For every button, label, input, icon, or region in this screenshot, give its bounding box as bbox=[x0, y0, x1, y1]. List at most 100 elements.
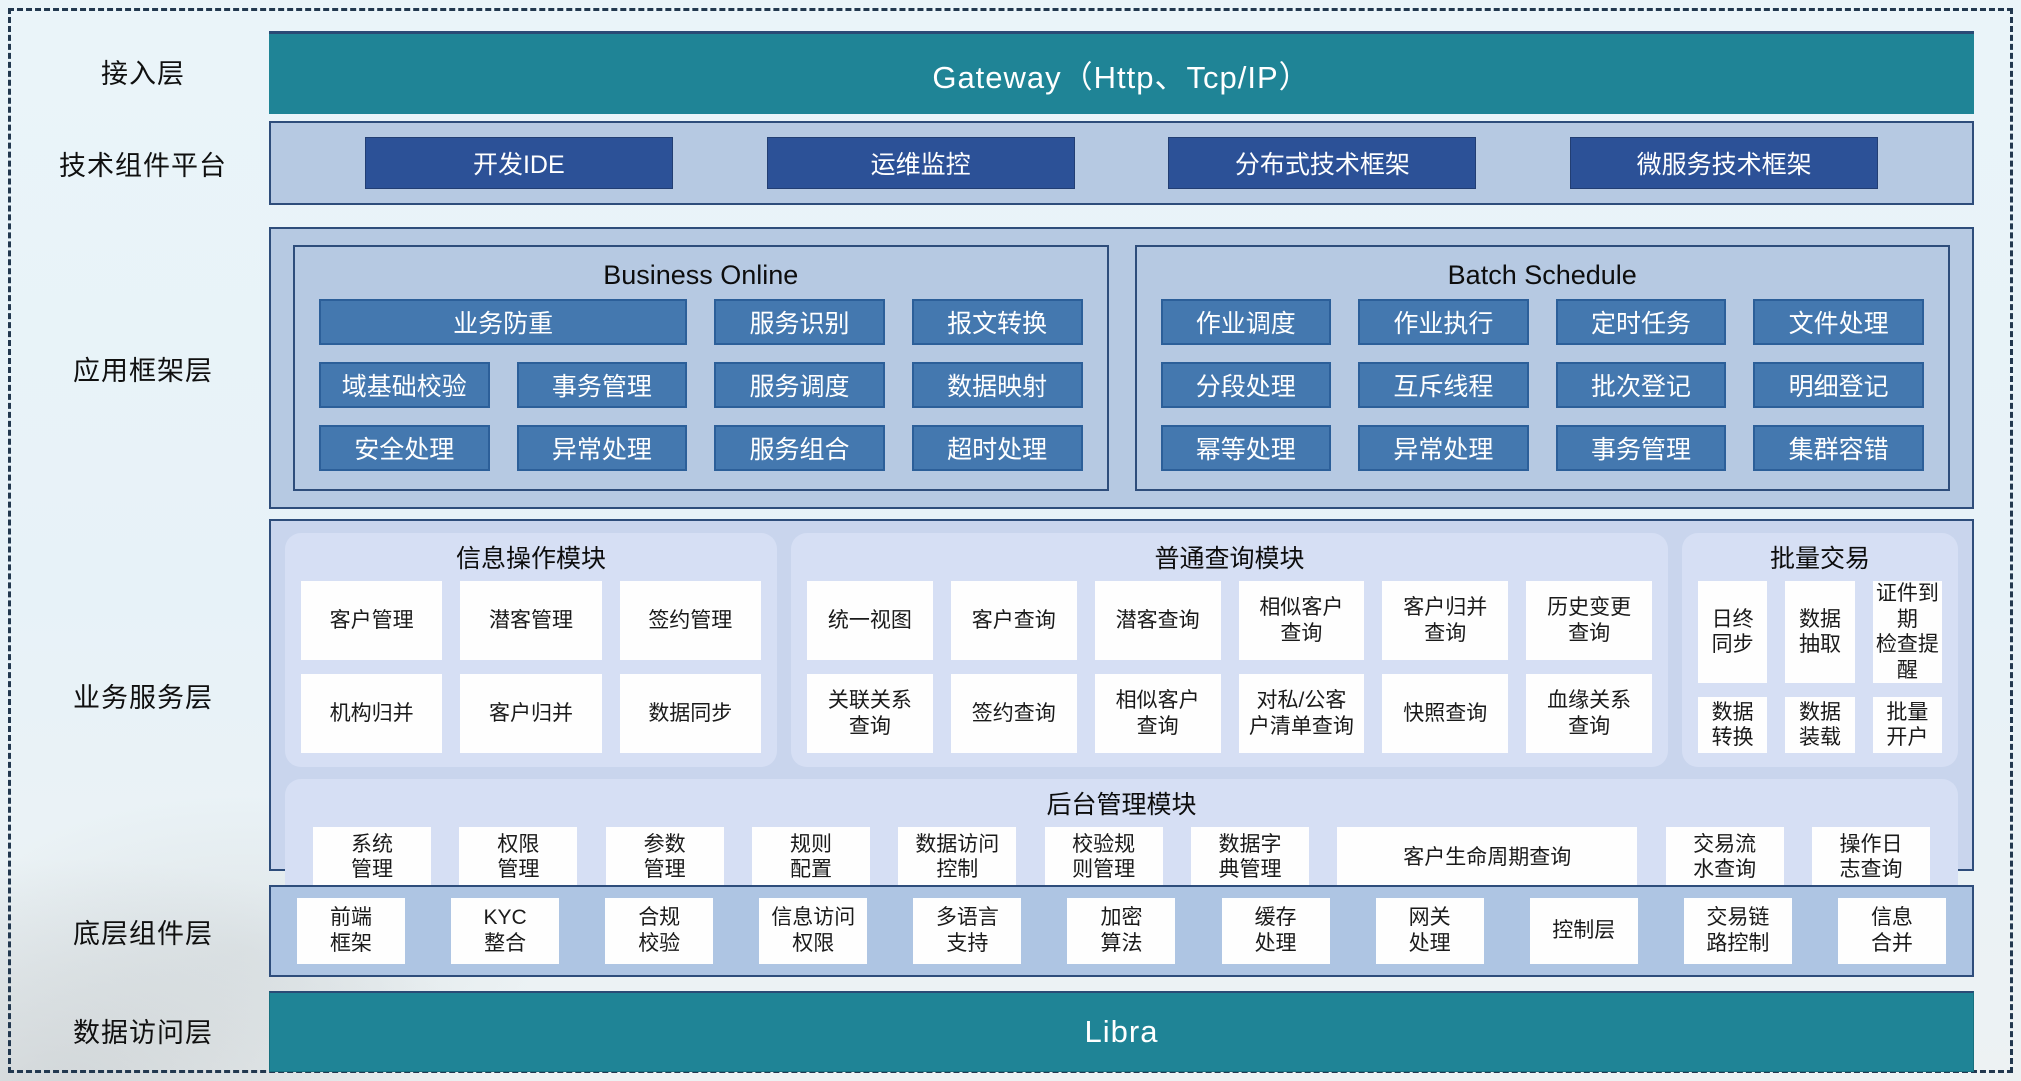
tech-item-dev-ide: 开发IDE bbox=[364, 137, 673, 189]
fw-item: 服务组合 bbox=[714, 425, 885, 471]
fw-item: 分段处理 bbox=[1160, 362, 1332, 408]
svc-item: 潜客查询 bbox=[1094, 581, 1221, 661]
svc-item: 数据 抽取 bbox=[1785, 581, 1855, 684]
module-title-info-operations: 信息操作模块 bbox=[455, 545, 606, 573]
module-batch-transactions: 批量交易 日终 同步 数据 抽取 证件到期 检查提醒 数据 转换 数据 装载 批… bbox=[1682, 533, 1958, 768]
group-title-batch-schedule: Batch Schedule bbox=[1447, 260, 1637, 290]
layer-app-framework: 应用框架层 Business Online 业务防重 服务识别 报文转换 域基础… bbox=[17, 227, 1974, 509]
svc-item: 证件到期 检查提醒 bbox=[1872, 581, 1942, 684]
layer-label-base-components: 底层组件层 bbox=[73, 918, 213, 949]
fw-item: 事务管理 bbox=[1555, 425, 1727, 471]
admin-item: 系统 管理 bbox=[313, 827, 431, 888]
group-business-online: Business Online 业务防重 服务识别 报文转换 域基础校验 事务管… bbox=[293, 245, 1109, 491]
architecture-diagram: 接入层 Gateway（Http、Tcp/IP） 技术组件平台 开发IDE 运维… bbox=[8, 8, 2013, 1073]
libra-bar: Libra bbox=[269, 991, 1974, 1072]
layer-label-data-access: 数据访问层 bbox=[73, 1017, 213, 1048]
fw-item: 批次登记 bbox=[1555, 362, 1727, 408]
svc-item: 日终 同步 bbox=[1698, 581, 1768, 684]
fw-item: 安全处理 bbox=[319, 425, 490, 471]
fw-item: 互斥线程 bbox=[1358, 362, 1529, 408]
fw-item: 作业执行 bbox=[1358, 299, 1529, 345]
base-item: KYC 整合 bbox=[451, 898, 560, 964]
base-item: 缓存 处理 bbox=[1221, 898, 1330, 964]
module-backend-admin: 后台管理模块 系统 管理 权限 管理 参数 管理 规则 配置 数据访问 控制 校… bbox=[285, 779, 1958, 902]
svc-item: 客户查询 bbox=[950, 581, 1077, 661]
admin-item: 数据字 典管理 bbox=[1190, 827, 1309, 888]
fw-item: 报文转换 bbox=[911, 299, 1083, 345]
admin-item-customer-lifecycle-query: 客户生命周期查询 bbox=[1337, 827, 1638, 888]
svc-item: 签约管理 bbox=[619, 581, 761, 661]
tech-platform-container: 开发IDE 运维监控 分布式技术框架 微服务技术框架 bbox=[269, 121, 1974, 205]
svc-item: 快照查询 bbox=[1382, 674, 1509, 754]
module-title-batch-transactions: 批量交易 bbox=[1769, 545, 1870, 573]
layer-base-components: 底层组件层 前端 框架 KYC 整合 合规 校验 信息访问 权限 多语言 支持 … bbox=[17, 885, 1974, 977]
base-item: 多语言 支持 bbox=[913, 898, 1022, 964]
layer-tech-platform: 技术组件平台 开发IDE 运维监控 分布式技术框架 微服务技术框架 bbox=[17, 121, 1974, 205]
fw-item: 集群容错 bbox=[1753, 425, 1924, 471]
admin-item: 规则 配置 bbox=[751, 827, 870, 888]
svc-item: 相似客户 查询 bbox=[1094, 674, 1221, 754]
layer-data-access: 数据访问层 Libra bbox=[17, 991, 1974, 1072]
module-general-query: 普通查询模块 统一视图 客户查询 潜客查询 相似客户 查询 客户归并 查询 历史… bbox=[791, 533, 1668, 768]
layer-label-access: 接入层 bbox=[101, 58, 185, 89]
svc-item: 机构归并 bbox=[301, 674, 443, 754]
base-item: 合规 校验 bbox=[605, 898, 714, 964]
svc-item: 对私/公客 户清单查询 bbox=[1238, 674, 1365, 754]
fw-item: 异常处理 bbox=[516, 425, 688, 471]
svc-item: 统一视图 bbox=[807, 581, 933, 661]
fw-item: 异常处理 bbox=[1358, 425, 1529, 471]
svc-item: 历史变更 查询 bbox=[1526, 581, 1652, 661]
layer-label-tech-platform: 技术组件平台 bbox=[59, 150, 227, 181]
base-item: 网关 处理 bbox=[1375, 898, 1484, 964]
module-info-operations: 信息操作模块 客户管理 潜客管理 签约管理 机构归并 客户归并 数据同步 bbox=[285, 533, 777, 768]
svc-item: 批量 开户 bbox=[1872, 697, 1942, 754]
svc-item: 客户管理 bbox=[301, 581, 443, 661]
base-item: 交易链 路控制 bbox=[1683, 898, 1792, 964]
fw-item: 服务调度 bbox=[714, 362, 885, 408]
fw-item: 事务管理 bbox=[516, 362, 688, 408]
svc-item: 客户归并 查询 bbox=[1382, 581, 1509, 661]
layer-business-services: 业务服务层 信息操作模块 客户管理 潜客管理 签约管理 机构归并 客户归并 数据… bbox=[17, 519, 1974, 902]
module-title-backend-admin: 后台管理模块 bbox=[1046, 791, 1197, 820]
admin-item: 参数 管理 bbox=[605, 827, 724, 888]
svc-item: 签约查询 bbox=[950, 674, 1077, 754]
svc-item: 客户归并 bbox=[460, 674, 602, 754]
fw-item: 数据映射 bbox=[911, 362, 1083, 408]
layer-access: 接入层 Gateway（Http、Tcp/IP） bbox=[17, 31, 1974, 114]
svc-item: 关联关系 查询 bbox=[807, 674, 933, 754]
layer-label-app-framework: 应用框架层 bbox=[73, 355, 213, 386]
tech-item-distributed-framework: 分布式技术框架 bbox=[1168, 137, 1477, 189]
fw-item: 超时处理 bbox=[911, 425, 1083, 471]
svc-item: 数据同步 bbox=[619, 674, 761, 754]
tech-item-microservice-framework: 微服务技术框架 bbox=[1570, 137, 1879, 189]
base-item: 信息访问 权限 bbox=[759, 898, 868, 964]
svc-item: 数据 转换 bbox=[1698, 697, 1768, 754]
base-item: 加密 算法 bbox=[1067, 898, 1176, 964]
base-item: 前端 框架 bbox=[297, 898, 405, 964]
base-item: 控制层 bbox=[1529, 898, 1638, 964]
fw-item: 文件处理 bbox=[1753, 299, 1924, 345]
app-framework-container: Business Online 业务防重 服务识别 报文转换 域基础校验 事务管… bbox=[269, 227, 1974, 509]
fw-item: 作业调度 bbox=[1160, 299, 1332, 345]
tech-item-ops-monitor: 运维监控 bbox=[766, 137, 1075, 189]
admin-item: 数据访问 控制 bbox=[898, 827, 1017, 888]
admin-item: 权限 管理 bbox=[459, 827, 578, 888]
fw-item: 幂等处理 bbox=[1160, 425, 1332, 471]
business-services-container: 信息操作模块 客户管理 潜客管理 签约管理 机构归并 客户归并 数据同步 普通查… bbox=[269, 519, 1974, 902]
svc-item: 潜客管理 bbox=[460, 581, 602, 661]
fw-item: 服务识别 bbox=[714, 299, 885, 345]
group-batch-schedule: Batch Schedule 作业调度 作业执行 定时任务 文件处理 分段处理 … bbox=[1134, 245, 1950, 491]
base-item: 信息 合并 bbox=[1837, 898, 1946, 964]
svc-item: 相似客户 查询 bbox=[1238, 581, 1365, 661]
module-title-general-query: 普通查询模块 bbox=[1154, 545, 1305, 573]
gateway-bar: Gateway（Http、Tcp/IP） bbox=[269, 31, 1974, 114]
base-components-container: 前端 框架 KYC 整合 合规 校验 信息访问 权限 多语言 支持 加密 算法 … bbox=[269, 885, 1974, 977]
group-title-business-online: Business Online bbox=[603, 260, 799, 290]
svc-item: 血缘关系 查询 bbox=[1526, 674, 1652, 754]
fw-item: 明细登记 bbox=[1753, 362, 1924, 408]
svc-item: 数据 装载 bbox=[1785, 697, 1855, 754]
fw-item: 业务防重 bbox=[319, 299, 688, 345]
fw-item: 域基础校验 bbox=[319, 362, 490, 408]
fw-item: 定时任务 bbox=[1555, 299, 1727, 345]
admin-item: 校验规 则管理 bbox=[1044, 827, 1163, 888]
